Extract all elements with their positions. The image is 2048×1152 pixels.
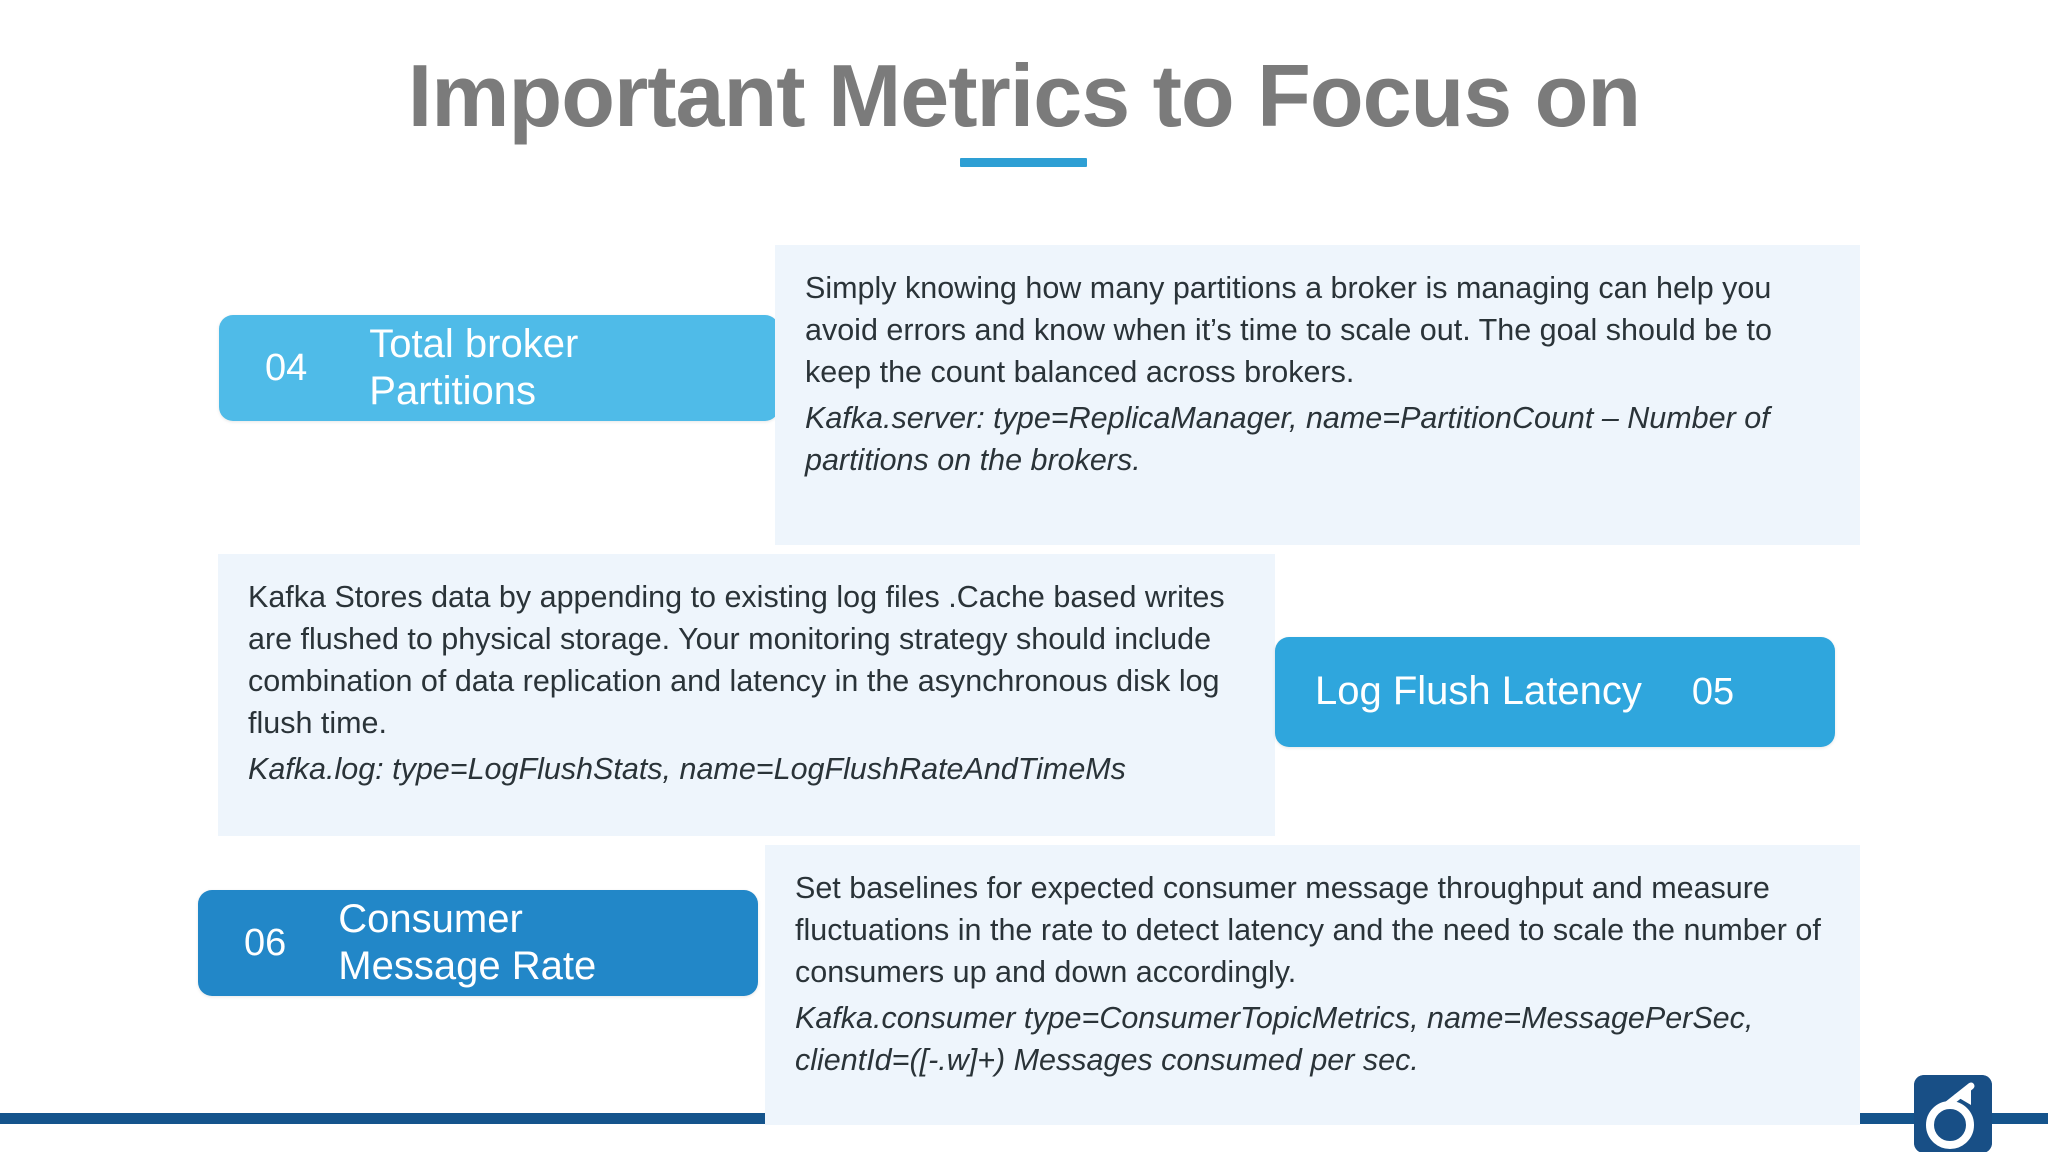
metric-description-panel-05: Kafka Stores data by appending to existi…	[218, 554, 1275, 836]
metric-number-06: 06	[244, 922, 287, 964]
metric-pill-05[interactable]: Log Flush Latency 05	[1275, 637, 1835, 747]
metric-pill-04[interactable]: 04 Total broker Partitions	[219, 315, 779, 421]
metric-description-panel-04: Simply knowing how many partitions a bro…	[775, 245, 1860, 545]
metric-mbean-06: Kafka.consumer type=ConsumerTopicMetrics…	[795, 1001, 1754, 1078]
page-title: Important Metrics to Focus on	[407, 46, 1641, 145]
metric-label-06: Consumer Message Rate	[338, 896, 597, 988]
metric-pill-06[interactable]: 06 Consumer Message Rate	[198, 890, 758, 996]
metric-mbean-05: Kafka.log: type=LogFlushStats, name=LogF…	[248, 752, 1126, 787]
metric-description-panel-06: Set baselines for expected consumer mess…	[765, 845, 1860, 1125]
metric-number-05: 05	[1691, 671, 1735, 713]
metric-mbean-04: Kafka.server: type=ReplicaManager, name=…	[805, 401, 1770, 478]
metric-body-06: Set baselines for expected consumer mess…	[795, 871, 1821, 990]
title-block: Important Metrics to Focus on	[0, 48, 2048, 143]
metric-label-05: Log Flush Latency	[1315, 669, 1642, 714]
metric-number-04: 04	[265, 347, 308, 389]
brand-logo-icon	[1914, 1075, 1992, 1152]
metric-body-05: Kafka Stores data by appending to existi…	[248, 580, 1225, 741]
metric-body-04: Simply knowing how many partitions a bro…	[805, 271, 1772, 390]
metric-label-04: Total broker Partitions	[369, 321, 579, 413]
title-underline-accent	[960, 158, 1087, 167]
